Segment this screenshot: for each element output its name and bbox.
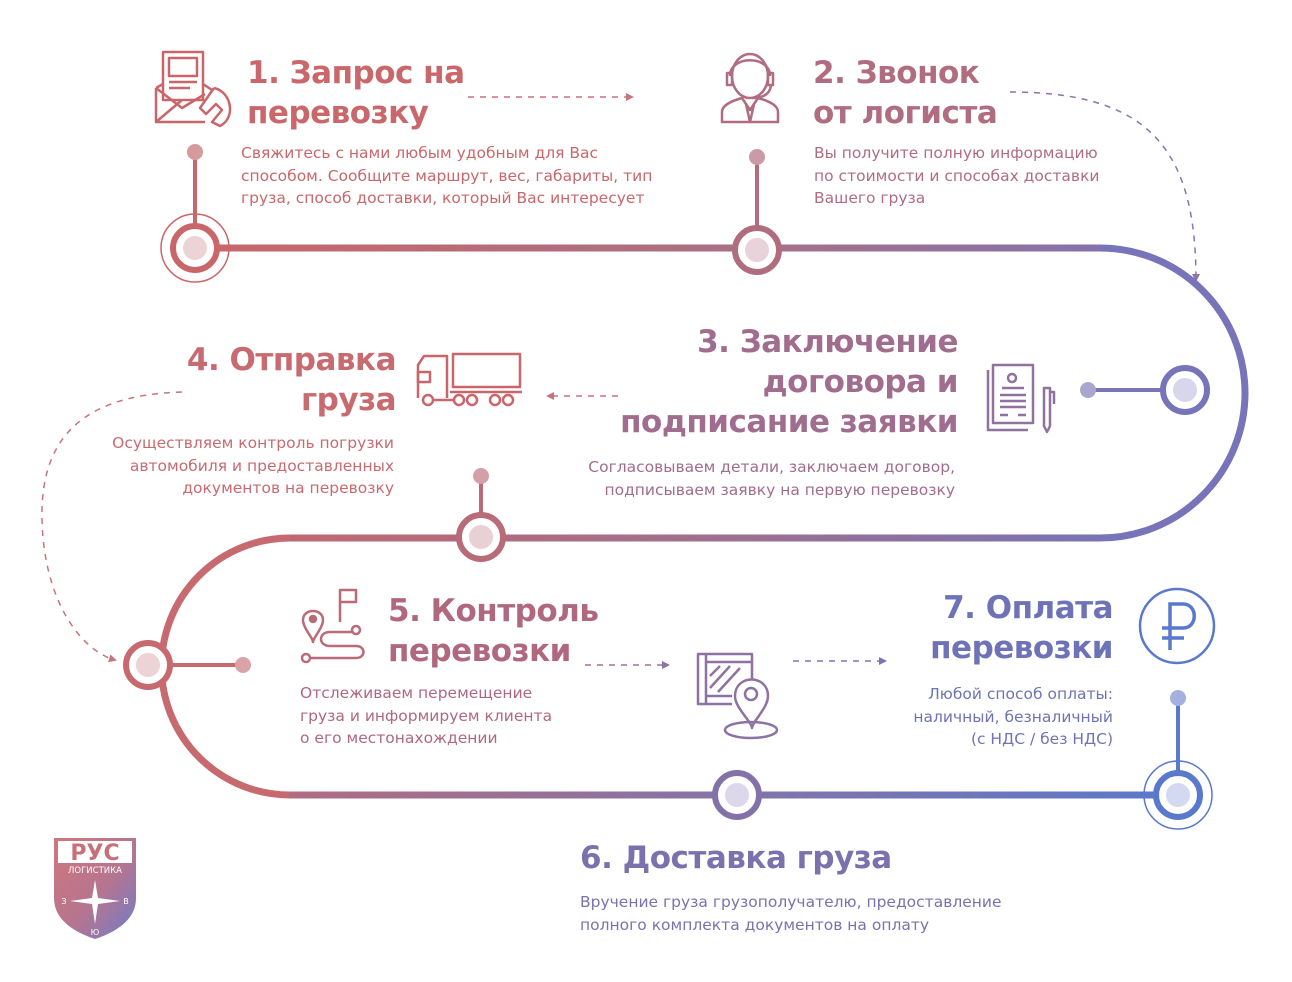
box-location-icon [696,652,779,740]
contract-pen-icon [986,363,1056,434]
desc-line: автомобиля и предоставленных [129,456,394,475]
step-2-title-line-1: 2. Звонок [813,55,980,91]
step-3-title-line-3: подписание заявки [620,404,958,440]
desc-line: Осуществляем контроль погрузки [112,434,394,452]
route-tracking-icon [300,588,365,664]
step-2-title: 2. Звонок от логиста [813,53,998,133]
desc-line: Свяжитесь с нами любым удобным для Вас [241,144,599,162]
node-2 [732,225,782,275]
node-1 [160,213,230,283]
stem-dot-7 [1170,690,1186,706]
step-3-description: Согласовываем детали, заключаем договор,… [588,456,955,501]
step-2-description: Вы получите полную информацию по стоимос… [814,142,1100,210]
step-2-title-line-2: от логиста [813,95,998,131]
desc-line: (с НДС / без НДС) [970,730,1113,748]
step-6-title: 6. Доставка груза [580,838,892,878]
path-arc-right [1099,244,1249,542]
arrow-2-to-3 [1009,91,1200,282]
logo-name: РУС [70,841,119,866]
stem-dot-2 [749,149,765,165]
stem-dot-5 [235,657,251,673]
step-5-title-line-1: 5. Контроль [388,593,599,629]
node-6 [712,770,762,820]
node-5 [123,640,173,690]
step-1-title: 1. Запрос на перевозку [247,53,465,133]
truck-icon [416,352,522,407]
step-3-title-line-2: договора и [762,364,959,400]
compass-star-icon [70,880,120,924]
logo-south: Ю [91,928,100,937]
step-3-title: 3. Заключение договора и подписание заяв… [620,322,958,442]
step-4-description: Осуществляем контроль погрузки автомобил… [112,432,394,500]
desc-line: Вы получите полную информацию [814,144,1098,162]
company-logo: РУС ЛОГИСТИКА З В Ю [54,838,136,939]
step-6-description: Вручение груза грузополучателю, предоста… [580,891,1002,936]
stem-dot-4 [473,468,489,484]
node-4 [456,512,506,562]
mail-phone-icon [154,50,232,128]
desc-line: способом. Сообщите маршрут, вес, габарит… [241,166,653,185]
step-6-title-line-1: 6. Доставка груза [580,840,892,876]
logo-subtitle: ЛОГИСТИКА [68,866,122,876]
desc-line: Вручение груза грузополучателю, предоста… [580,893,1002,911]
stem-dot-3 [1080,382,1096,398]
step-3-title-line-1: 3. Заключение [697,324,958,360]
desc-line: по стоимости и способах доставки [814,166,1100,185]
desc-line: Отслеживаем перемещение [300,684,533,702]
step-4-title: 4. Отправка груза [186,340,397,420]
desc-line: груза и информируем клиента [300,706,553,725]
node-7 [1143,760,1213,830]
step-7-title-line-2: перевозки [930,630,1113,666]
logo-east: В [123,897,129,906]
step-1-description: Свяжитесь с нами любым удобным для Вас с… [241,142,652,210]
desc-line: Вашего груза [814,189,926,207]
arrow-4-to-5 [41,391,183,663]
step-7-title: 7. Оплата перевозки [930,588,1113,668]
desc-line: Любой способ оплаты: [928,685,1113,703]
step-4-title-line-1: 4. Отправка [186,342,397,378]
stem-dot-1 [187,144,203,160]
operator-headset-icon [720,52,780,124]
step-1-title-line-2: перевозку [247,95,429,131]
step-5-title: 5. Контроль перевозки [388,591,599,671]
step-7-description: Любой способ оплаты: наличный, безналичн… [913,683,1113,751]
step-4-title-line-2: груза [300,382,397,418]
desc-line: груза, способ доставки, который Вас инте… [241,189,645,207]
ruble-icon [1138,587,1216,665]
step-1-title-line-1: 1. Запрос на [247,55,465,91]
node-3 [1160,365,1210,415]
desc-line: документов на перевозку [182,479,394,497]
desc-line: Согласовываем детали, заключаем договор, [588,458,955,476]
step-7-title-line-1: 7. Оплата [943,590,1113,626]
desc-line: о его местонахождении [300,729,498,747]
desc-line: наличный, безналичный [913,707,1113,726]
desc-line: полного комплекта документов на оплату [580,915,930,934]
step-5-title-line-2: перевозки [388,633,571,669]
step-5-description: Отслеживаем перемещение груза и информир… [300,682,552,750]
desc-line: подписываем заявку на первую перевозку [604,480,955,499]
logo-west: З [61,897,66,906]
